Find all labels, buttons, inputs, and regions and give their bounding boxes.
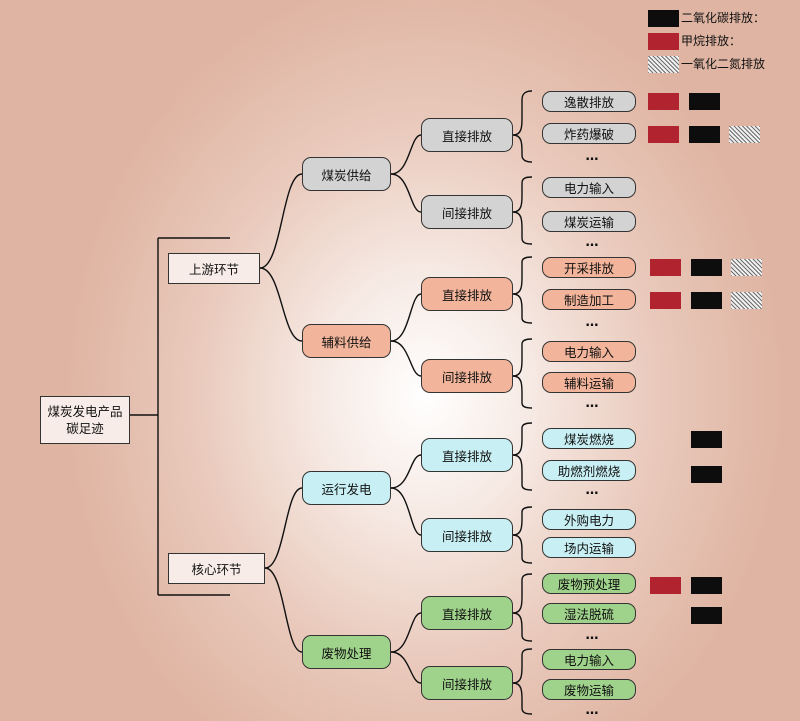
fugitive-co2-marker	[689, 93, 720, 110]
legend-n2o-label: 一氧化二氮排放	[681, 57, 766, 71]
mining-ch4-marker	[650, 259, 681, 276]
process-coal-supply: 煤炭供给	[302, 157, 391, 191]
manufacturing-ch4-marker	[650, 292, 681, 309]
waste-direct-node: 直接排放	[421, 596, 513, 630]
stage-upstream: 上游环节	[168, 253, 260, 284]
mining-n2o-marker	[731, 259, 762, 276]
coal-direct-ellipsis: …	[585, 149, 599, 164]
source-blasting: 炸药爆破	[542, 123, 636, 144]
combustion-aid-co2-marker	[691, 466, 722, 483]
source-aux-transport: 辅料运输	[542, 372, 636, 393]
waste-pretreatment-co2-marker	[691, 577, 722, 594]
desulfurization-co2-marker	[691, 607, 722, 624]
op-direct-ellipsis: …	[585, 483, 599, 498]
fugitive-ch4-marker	[648, 93, 679, 110]
legend-co2-label: 二氧化碳排放：	[681, 11, 766, 25]
source-waste-power-input: 电力输入	[542, 649, 636, 670]
blasting-ch4-marker	[648, 126, 679, 143]
coal-indirect-ellipsis: …	[585, 235, 599, 250]
source-waste-transport: 废物运输	[542, 679, 636, 700]
waste-indirect-node: 间接排放	[421, 666, 513, 700]
waste-direct-ellipsis: …	[585, 628, 599, 643]
legend-n2o-swatch	[648, 56, 679, 73]
process-operation: 运行发电	[302, 471, 391, 505]
manufacturing-n2o-marker	[731, 292, 762, 309]
source-wet-desulfurization: 湿法脱硫	[542, 603, 636, 624]
stage-core: 核心环节	[168, 553, 265, 584]
process-aux-supply: 辅料供给	[302, 324, 391, 358]
source-purchased-power: 外购电力	[542, 509, 636, 530]
op-direct-node: 直接排放	[421, 438, 513, 472]
op-indirect-node: 间接排放	[421, 518, 513, 552]
aux-indirect-ellipsis: …	[585, 396, 599, 411]
source-coal-transport: 煤炭运输	[542, 211, 636, 232]
aux-indirect-node: 间接排放	[421, 359, 513, 393]
source-combustion-aid: 助燃剂燃烧	[542, 460, 636, 481]
source-manufacturing: 制造加工	[542, 289, 636, 310]
root-node: 煤炭发电产品碳足迹	[40, 396, 130, 444]
legend-ch4-swatch	[648, 33, 679, 50]
source-coal-power-input: 电力输入	[542, 177, 636, 198]
coal-indirect-node: 间接排放	[421, 195, 513, 229]
waste-pretreatment-ch4-marker	[650, 577, 681, 594]
waste-indirect-ellipsis: …	[585, 703, 599, 718]
aux-direct-node: 直接排放	[421, 277, 513, 311]
legend-ch4-label: 甲烷排放：	[681, 34, 742, 48]
blasting-co2-marker	[689, 126, 720, 143]
source-onsite-transport: 场内运输	[542, 537, 636, 558]
process-waste: 废物处理	[302, 635, 391, 669]
source-waste-pretreatment: 废物预处理	[542, 573, 636, 594]
aux-direct-ellipsis: …	[585, 315, 599, 330]
legend-co2-swatch	[648, 10, 679, 27]
mining-co2-marker	[691, 259, 722, 276]
source-coal-combustion: 煤炭燃烧	[542, 428, 636, 449]
source-mining: 开采排放	[542, 257, 636, 278]
source-fugitive: 逸散排放	[542, 91, 636, 112]
manufacturing-co2-marker	[691, 292, 722, 309]
coal-direct-node: 直接排放	[421, 118, 513, 152]
blasting-n2o-marker	[729, 126, 760, 143]
coal-combustion-co2-marker	[691, 431, 722, 448]
source-aux-power-input: 电力输入	[542, 341, 636, 362]
